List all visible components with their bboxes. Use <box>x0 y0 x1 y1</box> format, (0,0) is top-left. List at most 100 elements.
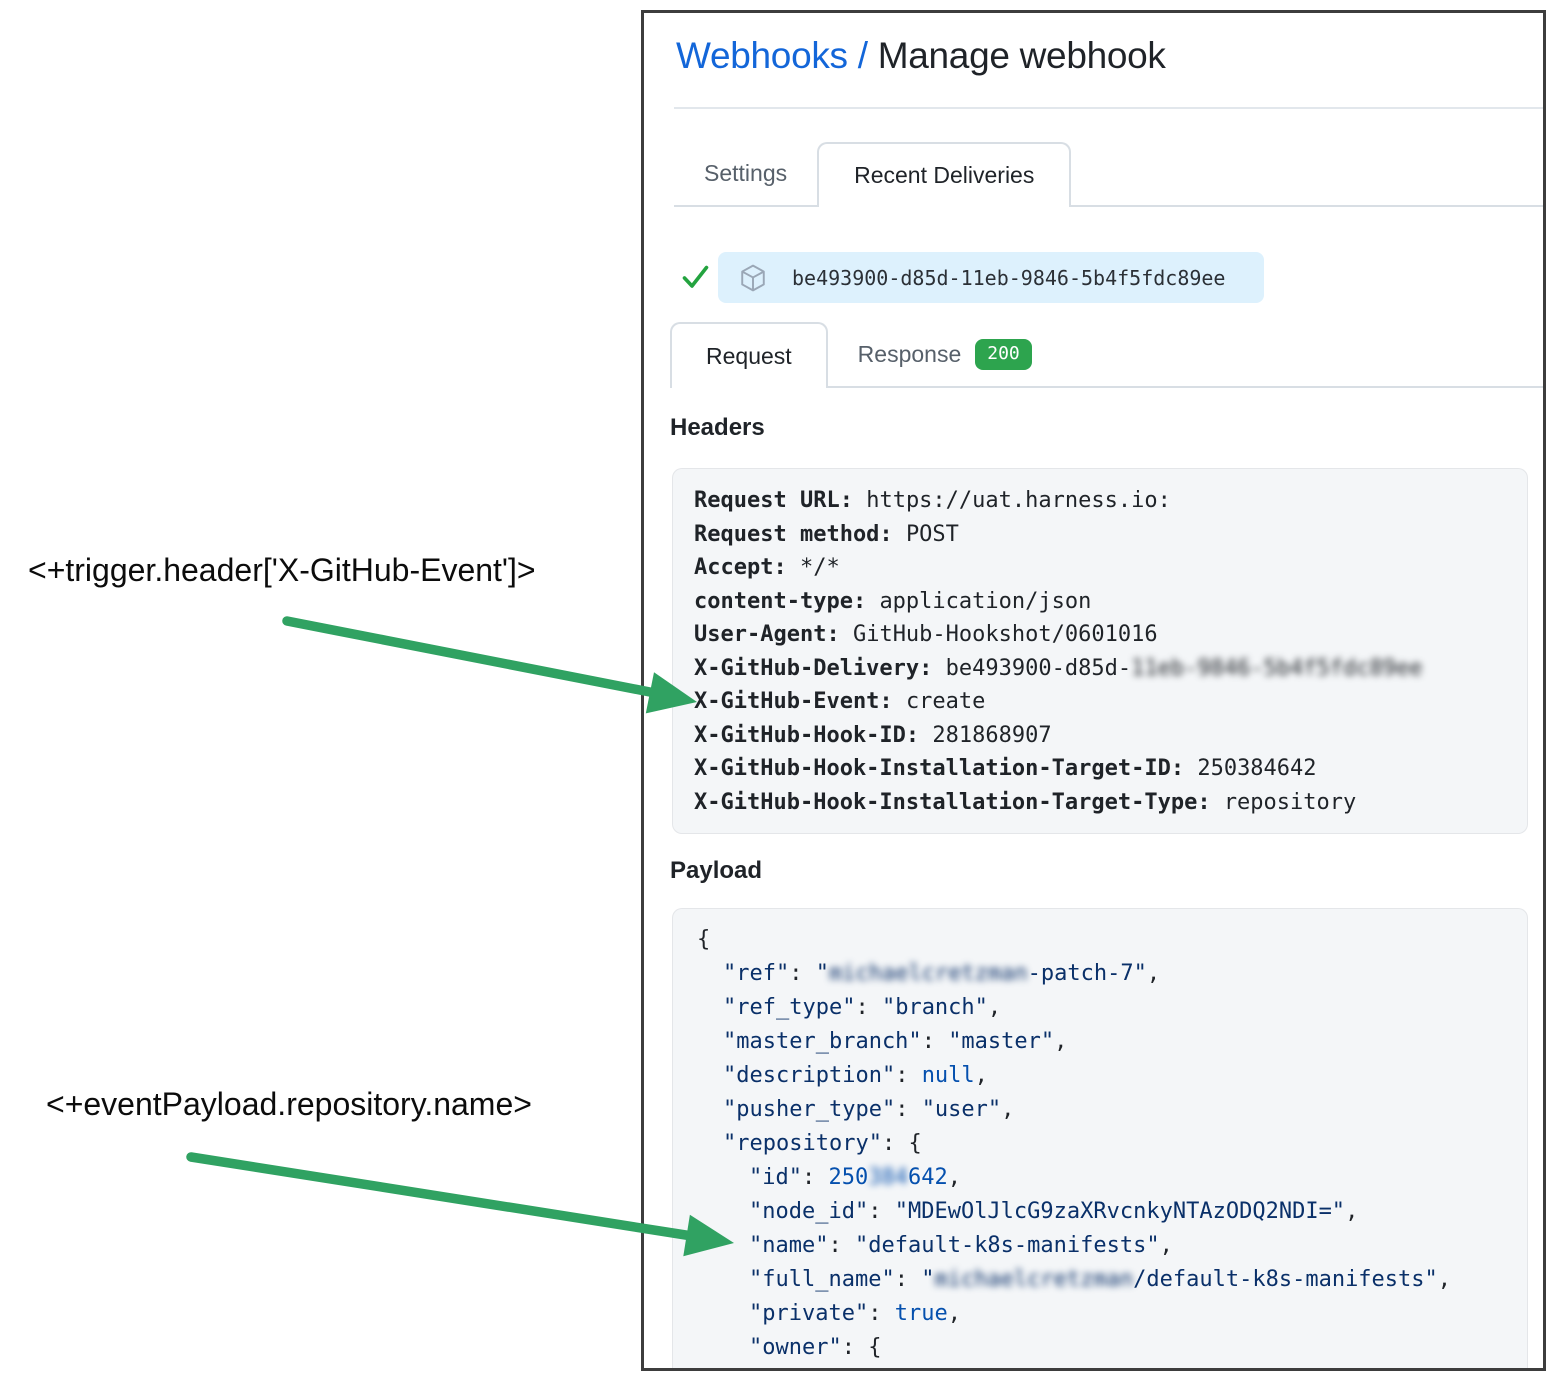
json-token: 642 <box>907 1165 948 1190</box>
webhooks-link[interactable]: Webhooks <box>676 35 848 76</box>
header-row: X-GitHub-Hook-ID: 281868907 <box>694 719 1527 753</box>
header-row: Accept: */* <box>694 551 1527 585</box>
json-token: : <box>841 1335 869 1360</box>
title-divider <box>674 107 1543 109</box>
header-row: Request URL: https://uat.harness.io: <box>694 484 1527 518</box>
headers-heading: Headers <box>670 414 765 441</box>
headers-code-box: Request URL: https://uat.harness.io:Requ… <box>672 468 1528 834</box>
json-token: , <box>947 1301 961 1326</box>
delivery-item[interactable]: be493900-d85d-11eb-9846-5b4f5fdc89ee <box>718 252 1264 303</box>
payload-code-box: {"ref": "michaelcretzman-patch-7","ref_t… <box>672 908 1528 1368</box>
json-token: "id" <box>749 1165 802 1190</box>
header-key: X-GitHub-Hook-Installation-Target-Type: <box>694 789 1211 815</box>
tab-response[interactable]: Response 200 <box>828 322 1062 386</box>
json-token: true <box>894 1301 948 1326</box>
arrow-to-github-event <box>282 616 697 714</box>
redacted-text: michaelcretzman <box>828 961 1028 986</box>
json-token: "owner" <box>749 1335 842 1360</box>
payload-line: "id": 250384642, <box>697 1161 1527 1195</box>
json-token: , <box>1054 1029 1068 1054</box>
payload-heading: Payload <box>670 857 763 884</box>
header-key: X-GitHub-Hook-Installation-Target-ID: <box>694 756 1185 781</box>
header-value: GitHub-Hookshot/0601016 <box>852 622 1158 647</box>
json-token: { <box>908 1131 922 1156</box>
json-token: , <box>1345 1199 1359 1224</box>
payload-line: "pusher_type": "user", <box>697 1093 1527 1127</box>
json-token: , <box>1001 1097 1015 1122</box>
header-value: be493900-d85d- <box>945 655 1132 681</box>
header-key: X-GitHub-Event: <box>694 689 893 714</box>
payload-line: "master_branch": "master", <box>697 1025 1527 1059</box>
json-token: : <box>868 1199 895 1224</box>
payload-line: "repository": { <box>697 1127 1527 1161</box>
json-token: : <box>881 1131 909 1156</box>
header-row: Request method: POST <box>694 518 1527 552</box>
json-token: "full_name" <box>749 1267 895 1292</box>
header-row: X-GitHub-Hook-Installation-Target-Type: … <box>694 786 1527 820</box>
headers-rows: Request URL: https://uat.harness.io:Requ… <box>694 484 1527 819</box>
json-token: " <box>815 961 829 986</box>
json-token: : <box>921 1029 949 1054</box>
json-token: "ref_type" <box>723 995 856 1020</box>
check-icon <box>682 265 709 288</box>
payload-lines: {"ref": "michaelcretzman-patch-7","ref_t… <box>697 923 1527 1365</box>
json-token: , <box>987 995 1002 1020</box>
page-title: Manage webhook <box>877 35 1166 76</box>
payload-line: "full_name": "michaelcretzman/default-k8… <box>697 1263 1527 1297</box>
tab-response-label: Response <box>857 340 962 367</box>
request-response-tabnav: Request Response 200 <box>670 322 1543 388</box>
delivery-id: be493900-d85d-11eb-9846-5b4f5fdc89ee <box>792 265 1226 290</box>
json-token: "master_branch" <box>723 1029 922 1054</box>
json-token: null <box>921 1063 975 1088</box>
payload-line: "private": true, <box>697 1297 1527 1331</box>
header-key: Accept: <box>694 555 787 580</box>
redacted-text: 11eb-9846-5b4f5fdc89ee <box>1131 655 1423 681</box>
json-token: " <box>921 1267 935 1292</box>
json-token: , <box>1437 1267 1452 1292</box>
json-token: : <box>895 1063 922 1088</box>
main-tabnav: Settings Recent Deliveries <box>674 142 1543 207</box>
header-value: 281868907 <box>932 722 1052 748</box>
status-code-badge: 200 <box>975 338 1032 370</box>
json-token: : <box>868 1301 895 1326</box>
breadcrumb: Webhooks/Manage webhook <box>676 35 1166 77</box>
header-key: User-Agent: <box>694 622 840 647</box>
delivery-row: be493900-d85d-11eb-9846-5b4f5fdc89ee <box>682 252 1264 303</box>
header-value: */* <box>799 555 840 580</box>
header-value: POST <box>905 521 959 547</box>
json-token: "default-k8s-manifests" <box>854 1233 1160 1258</box>
header-key: Request URL: <box>694 488 853 513</box>
package-icon <box>741 264 765 291</box>
header-key: X-GitHub-Delivery: <box>694 655 933 681</box>
tab-request[interactable]: Request <box>670 322 828 388</box>
manage-webhook-panel: Webhooks/Manage webhook Settings Recent … <box>641 10 1546 1371</box>
header-key: Request method: <box>694 521 893 547</box>
tab-settings[interactable]: Settings <box>704 160 788 186</box>
tab-recent-deliveries[interactable]: Recent Deliveries <box>817 142 1072 207</box>
json-token: : <box>855 995 882 1020</box>
header-value: 250384642 <box>1197 756 1317 781</box>
json-token: "repository" <box>723 1131 882 1156</box>
json-token: "ref" <box>723 961 790 986</box>
json-token: , <box>947 1165 961 1190</box>
json-token: "private" <box>749 1301 869 1326</box>
header-value: create <box>905 689 986 714</box>
header-row: X-GitHub-Hook-Installation-Target-ID: 25… <box>694 752 1527 786</box>
annotation-trigger-header: <+trigger.header['X-GitHub-Event']> <box>28 552 536 588</box>
json-token: : <box>801 1165 829 1190</box>
json-token: "description" <box>723 1063 896 1088</box>
header-row: User-Agent: GitHub-Hookshot/0601016 <box>694 618 1527 652</box>
json-token: : <box>895 1097 922 1122</box>
json-token: "user" <box>921 1097 1002 1122</box>
header-key: content-type: <box>694 588 867 614</box>
header-value: repository <box>1223 789 1357 815</box>
json-token: "node_id" <box>749 1199 869 1224</box>
json-token: -patch-7" <box>1027 961 1147 986</box>
json-token: /default-k8s-manifests" <box>1133 1267 1438 1292</box>
header-row: X-GitHub-Delivery: be493900-d85d-11eb-98… <box>694 652 1527 686</box>
payload-line: "ref_type": "branch", <box>697 991 1527 1025</box>
json-token: "pusher_type" <box>723 1097 896 1122</box>
payload-line: "name": "default-k8s-manifests", <box>697 1229 1527 1263</box>
json-token: { <box>868 1335 882 1360</box>
json-token: "master" <box>948 1029 1055 1054</box>
